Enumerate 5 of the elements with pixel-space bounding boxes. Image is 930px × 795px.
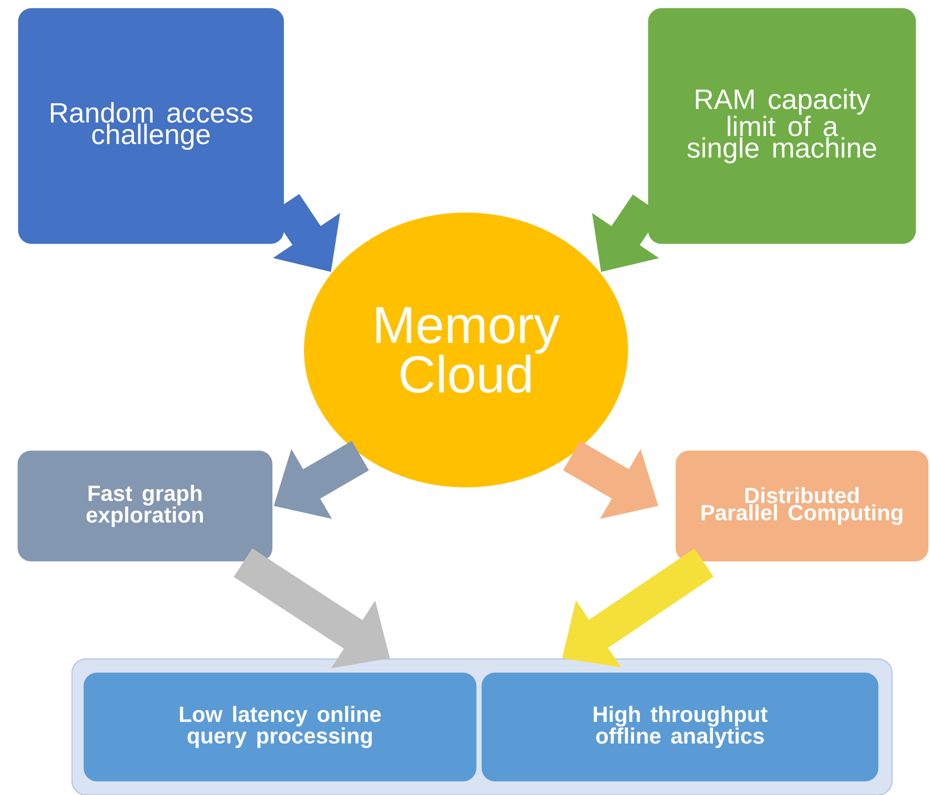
process-box: High throughput offline analytics [480, 671, 880, 783]
process-box: Random access challenge [16, 6, 286, 246]
process-box: Low latency online query processing [82, 671, 478, 783]
process-box: RAM capacity limit of a single machine [646, 6, 918, 246]
process-box: Distributed Parallel Computing [674, 449, 930, 563]
